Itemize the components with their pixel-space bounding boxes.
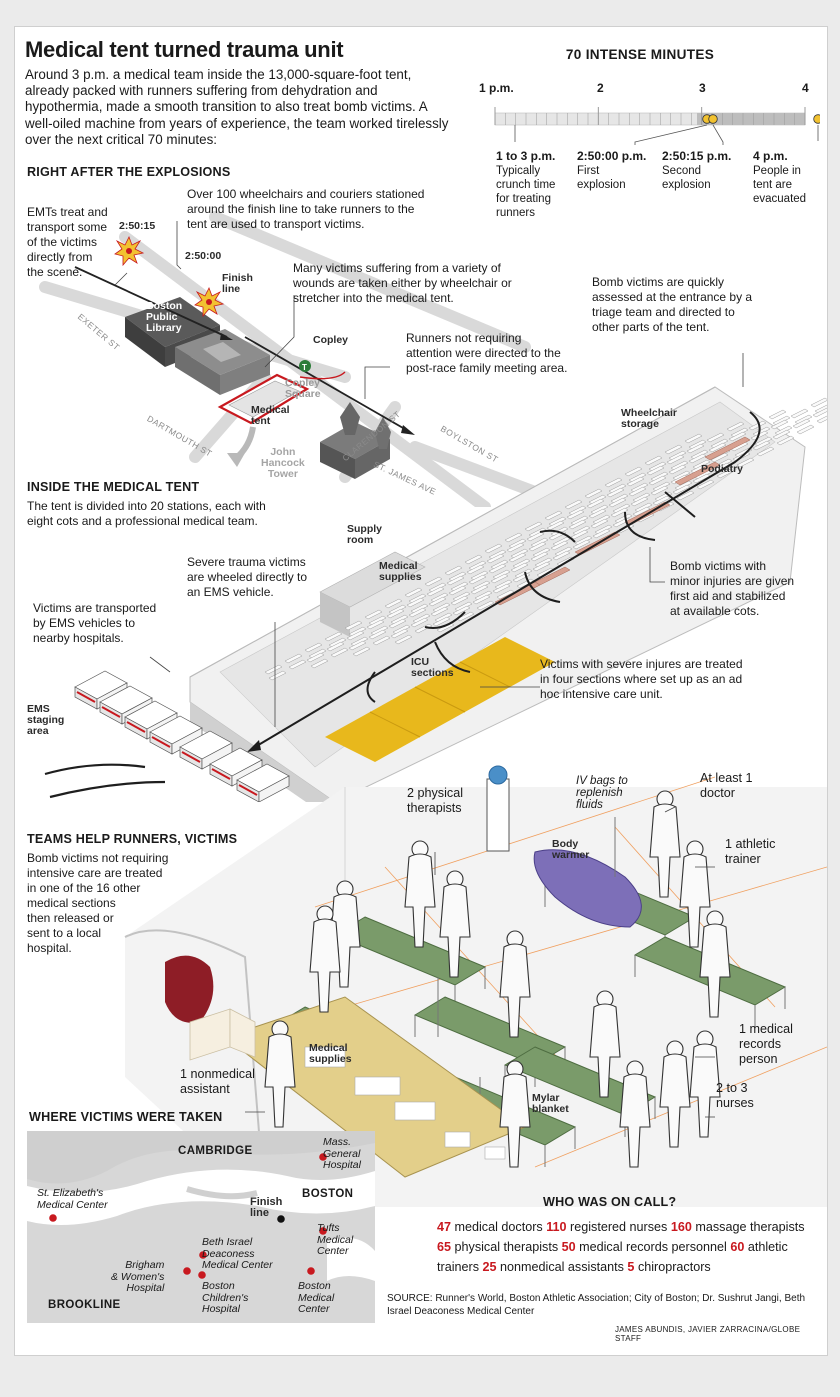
- intro-text: Around 3 p.m. a medical team inside the …: [25, 67, 449, 147]
- tick-2: 2: [597, 81, 604, 95]
- credit-text: JAMES ABUNDIS, JAVIER ZARRACINA/GLOBE ST…: [615, 1325, 801, 1343]
- wheelchairs-note: Over 100 wheelchairs and couriers statio…: [187, 187, 425, 231]
- second-explosion-marker: [708, 114, 718, 124]
- section-heading-explosions: RIGHT AFTER THE EXPLOSIONS: [27, 165, 231, 179]
- source-text: SOURCE: Runner's World, Boston Athletic …: [387, 1293, 806, 1317]
- explosion-marker-2: [194, 287, 225, 318]
- timeline-title: 70 INTENSE MINUTES: [565, 47, 715, 62]
- tick-3: 3: [699, 81, 706, 95]
- many-victims-note: Many victims suffering from a variety of…: [293, 261, 512, 305]
- podiatry-label: Podiatry: [701, 463, 744, 475]
- tick-4: 4: [802, 81, 809, 95]
- tent-illustration: [44, 386, 827, 802]
- on-call-heading: WHO WAS ON CALL?: [543, 1195, 677, 1209]
- copley-t-label: Copley: [313, 334, 349, 346]
- timeline-graphic: [494, 107, 820, 145]
- svg-text:T: T: [302, 363, 307, 372]
- map-boston: BOSTON: [302, 1188, 354, 1200]
- tick-1pm: 1 p.m.: [479, 81, 514, 95]
- map-brookline: BROOKLINE: [48, 1299, 121, 1311]
- on-call-list: 47 medical doctors 110 registered nurses…: [437, 1220, 805, 1274]
- section-heading-teams: TEAMS HELP RUNNERS, VICTIMS: [27, 832, 238, 846]
- time-second-explosion: 2:50:15: [119, 220, 156, 232]
- map-cambridge: CAMBRIDGE: [178, 1145, 253, 1157]
- time-first-explosion: 2:50:00: [185, 250, 222, 262]
- explosion-marker-1: [114, 236, 145, 267]
- teams-illustration: [124, 765, 827, 1207]
- section-heading-map: WHERE VICTIMS WERE TAKEN: [29, 1110, 223, 1124]
- evacuation-marker: [813, 114, 820, 124]
- section-heading-inside: INSIDE THE MEDICAL TENT: [27, 480, 200, 494]
- page-title: Medical tent turned trauma unit: [25, 37, 344, 62]
- infographic-card: Medical tent turned trauma unit Around 3…: [14, 26, 828, 1356]
- inside-desc: The tent is divided into 20 stations, ea…: [27, 499, 266, 528]
- copley-map-illustration: T: [39, 211, 744, 507]
- hospitals-map: [27, 1131, 375, 1323]
